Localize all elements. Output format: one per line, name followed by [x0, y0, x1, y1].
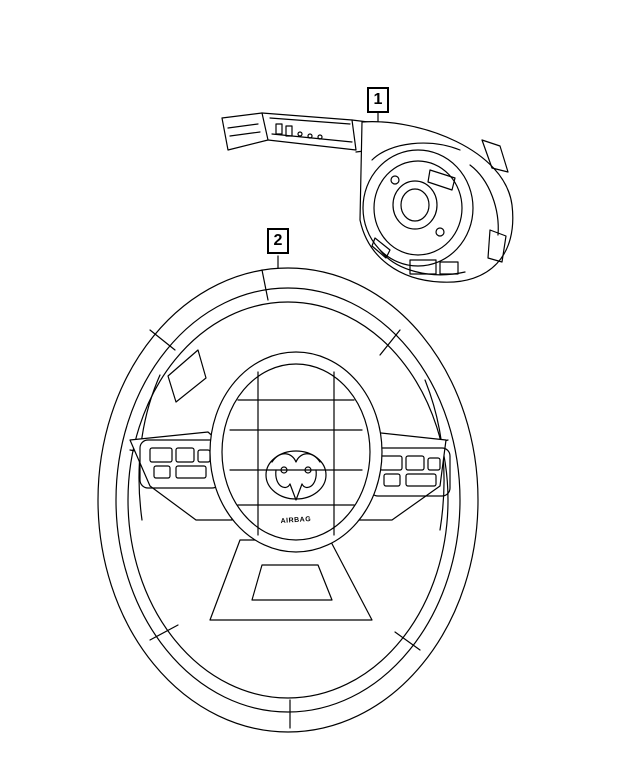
callout-2-label: 2: [267, 228, 289, 254]
multifunction-stalk: [221, 112, 373, 153]
part-2-steering-wheel: AIRBAG: [97, 255, 479, 733]
airbag-hub: AIRBAG: [209, 351, 383, 553]
airbag-label: AIRBAG: [280, 516, 311, 525]
part-1-clockspring-assembly: [221, 112, 514, 283]
callout-1-label: 1: [367, 87, 389, 113]
paddle-shifter-left: [167, 349, 207, 403]
clockspring-body: [359, 121, 514, 283]
ram-logo: [265, 450, 327, 501]
right-switch-bezel: [369, 447, 451, 497]
